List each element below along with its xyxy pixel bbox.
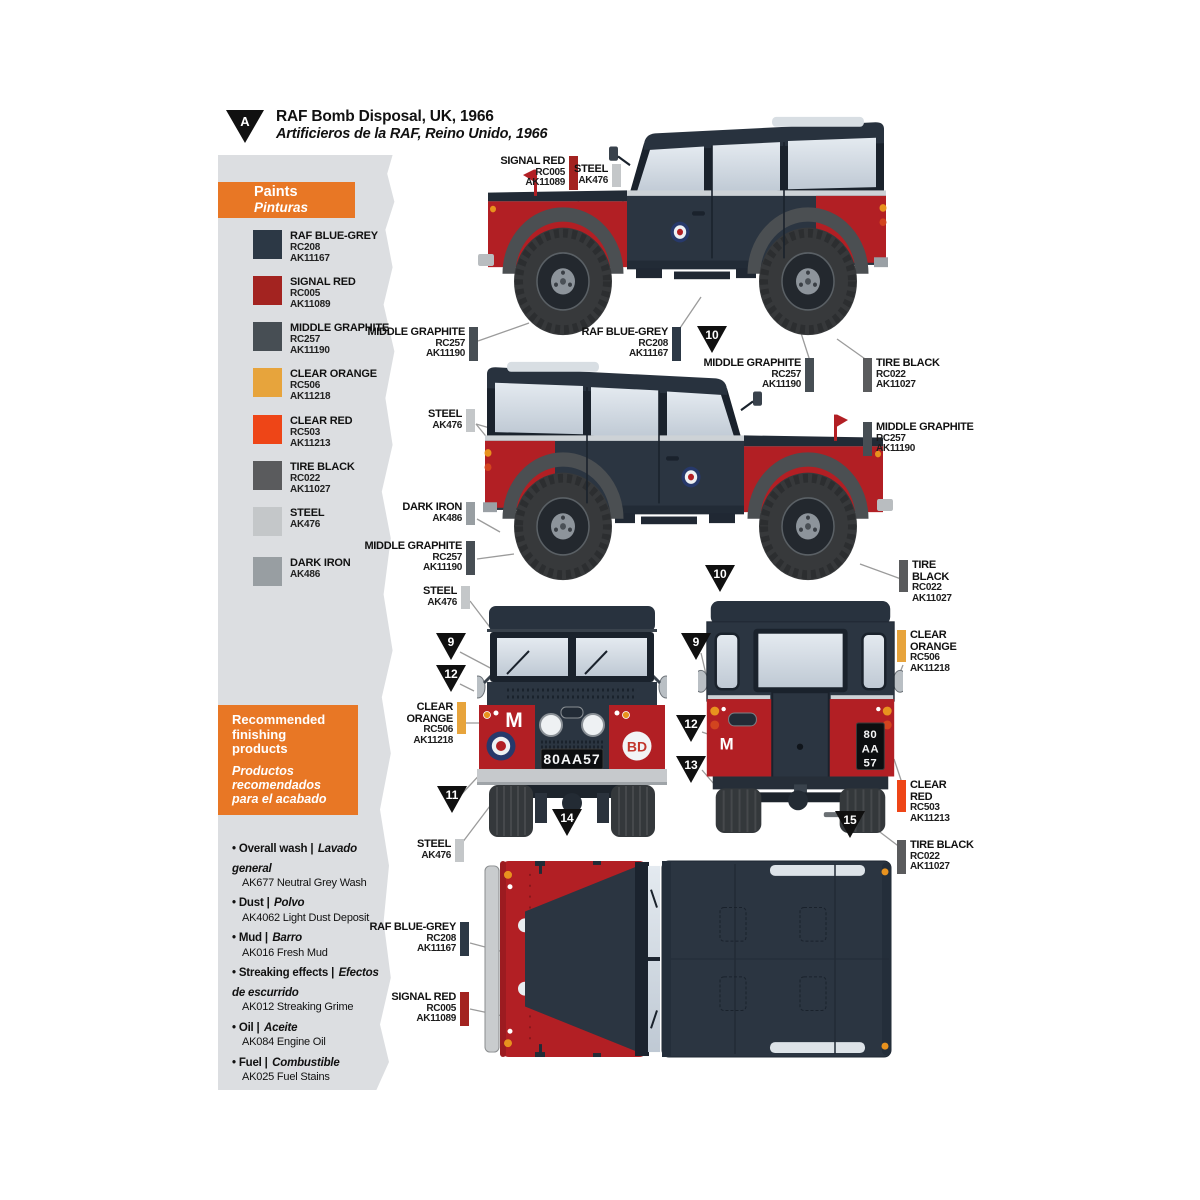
paints-panel-header: Paints Pinturas	[218, 182, 355, 218]
paints-header-es: Pinturas	[254, 199, 309, 215]
paint-swatch	[253, 461, 282, 490]
vehicle-side-view-left-facing	[478, 116, 888, 336]
step-marker-11-front: 11	[437, 786, 467, 813]
bd-badge: BD	[627, 739, 647, 755]
color-bar	[469, 327, 478, 361]
scheme-title-en: RAF Bomb Disposal, UK, 1966	[276, 108, 494, 125]
color-bar	[460, 922, 469, 956]
color-bar	[899, 560, 908, 592]
color-bar	[466, 409, 475, 432]
front-license-plate: 80AA57	[543, 751, 600, 767]
vehicle-top-view	[484, 860, 892, 1058]
vehicle-front-view: M BD 80AA57	[477, 606, 667, 837]
step-marker-12-front: 12	[436, 665, 466, 692]
finishing-header-en: Recommended finishing products	[232, 712, 326, 757]
color-bar	[897, 630, 906, 662]
scheme-title: RAF Bomb Disposal, UK, 1966 Artificieros…	[276, 108, 548, 143]
paints-header-en: Paints	[254, 184, 298, 200]
rear-plate-line3: 57	[864, 758, 878, 770]
finishing-panel-header: Recommended finishing products Productos…	[218, 705, 358, 815]
color-bar	[461, 586, 470, 609]
paint-swatch	[253, 230, 282, 259]
finishing-header-es: Productos recomendados para el acabado	[232, 763, 327, 806]
vehicle-side-view-right-facing	[478, 340, 893, 590]
paint-swatch	[253, 322, 282, 351]
color-bar	[897, 840, 906, 874]
vehicle-rear-view: M 80 AA 57	[698, 600, 903, 833]
color-bar	[805, 358, 814, 392]
color-bar	[672, 327, 681, 361]
color-bar	[466, 541, 475, 575]
color-bar	[455, 839, 464, 862]
color-bar	[569, 156, 578, 190]
paint-swatch	[253, 415, 282, 444]
paint-swatch	[253, 557, 282, 586]
unit-letter-rear: M	[720, 735, 734, 754]
paint-swatch	[253, 276, 282, 305]
scheme-title-es: Artificieros de la RAF, Reino Unido, 196…	[276, 126, 548, 143]
list-item: • Streaking effects | Efectos de escurri…	[232, 967, 379, 1014]
torn-paper-strip	[218, 155, 395, 1090]
color-bar	[863, 422, 872, 456]
rear-plate-line2: AA	[862, 744, 879, 756]
unit-letter-front: M	[505, 709, 523, 732]
color-bar	[863, 358, 872, 392]
color-bar	[460, 992, 469, 1026]
color-bar	[897, 780, 906, 812]
scheme-marker-triangle: A	[226, 110, 264, 143]
color-bar	[457, 702, 466, 734]
paint-swatch	[253, 368, 282, 397]
color-bar	[466, 502, 475, 525]
color-bar	[612, 164, 621, 187]
rear-plate-line1: 80	[864, 729, 878, 741]
paint-swatch	[253, 507, 282, 536]
step-marker-9-front: 9	[436, 633, 466, 660]
